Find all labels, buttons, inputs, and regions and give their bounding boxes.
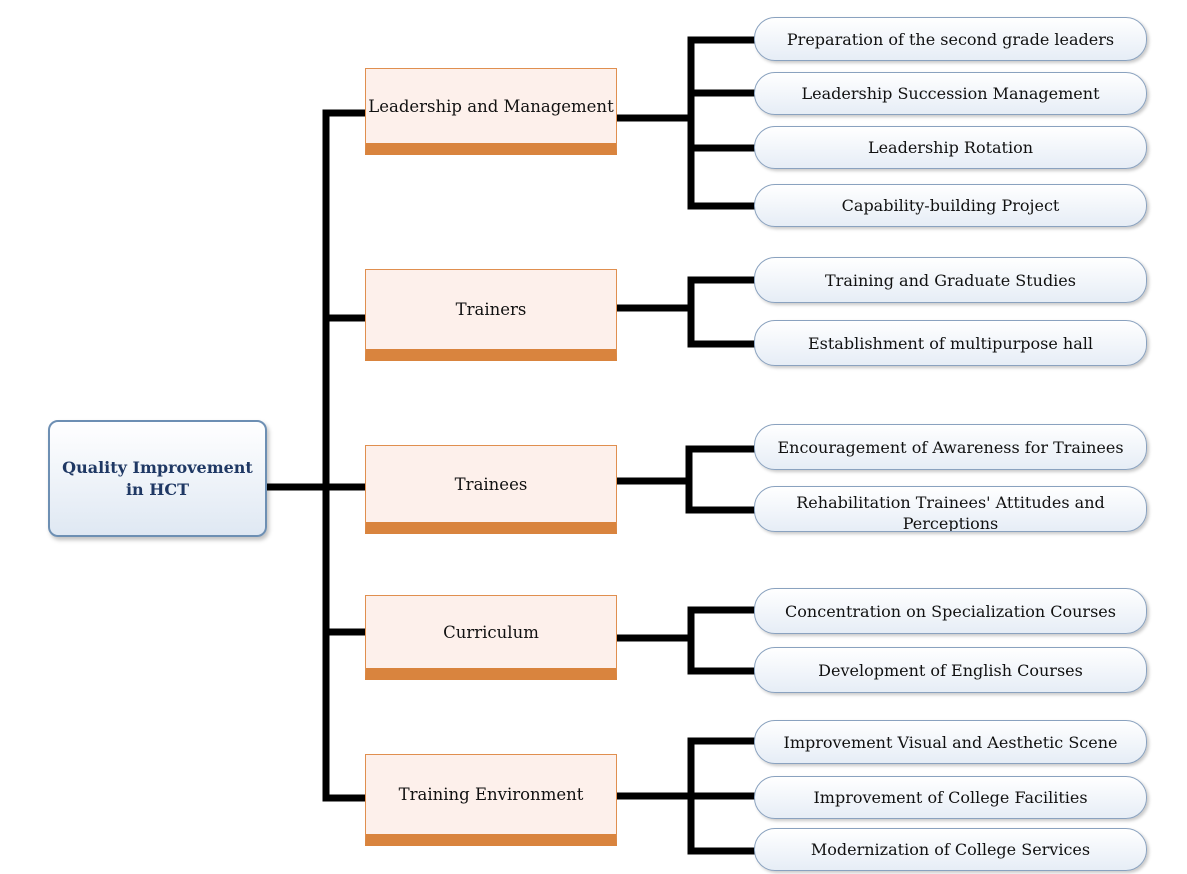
category-label: Trainees	[454, 474, 528, 494]
leaf-item: Leadership Succession Management	[754, 72, 1147, 115]
category-trainees: Trainees	[365, 445, 617, 534]
category-label: Leadership and Management	[368, 96, 614, 116]
leaf-item: Modernization of College Services	[754, 828, 1147, 871]
category-curriculum: Curriculum	[365, 595, 617, 680]
leaf-item: Improvement Visual and Aesthetic Scene	[754, 720, 1147, 764]
category-label: Curriculum	[443, 622, 539, 642]
connector-leadership-bracket	[687, 36, 758, 210]
connector-spine	[322, 109, 369, 802]
category-trainers: Trainers	[365, 269, 617, 361]
root-label: Quality Improvement in HCT	[62, 457, 253, 499]
category-label: Trainers	[455, 300, 527, 319]
category-training-environment: Training Environment	[365, 754, 617, 846]
connector-trainers-bracket	[687, 276, 758, 348]
leaf-item: Preparation of the second grade leaders	[754, 17, 1147, 61]
connector-curriculum-bracket	[687, 606, 758, 675]
leaf-item: Capability-building Project	[754, 184, 1147, 227]
leaf-item: Improvement of College Facilities	[754, 776, 1147, 819]
leaf-item: Development of English Courses	[754, 647, 1147, 693]
leaf-item: Establishment of multipurpose hall	[754, 320, 1147, 366]
leaf-item: Rehabilitation Trainees' Attitudes and P…	[754, 486, 1147, 532]
leaf-item: Training and Graduate Studies	[754, 257, 1147, 303]
leaf-item: Leadership Rotation	[754, 126, 1147, 169]
leaf-item: Encouragement of Awareness for Trainees	[754, 424, 1147, 470]
category-leadership-management: Leadership and Management	[365, 68, 617, 155]
connector-trainees-bracket	[685, 445, 758, 514]
leaf-item: Concentration on Specialization Courses	[754, 588, 1147, 634]
root-node: Quality Improvement in HCT	[48, 420, 267, 537]
category-label: Training Environment	[398, 785, 584, 804]
